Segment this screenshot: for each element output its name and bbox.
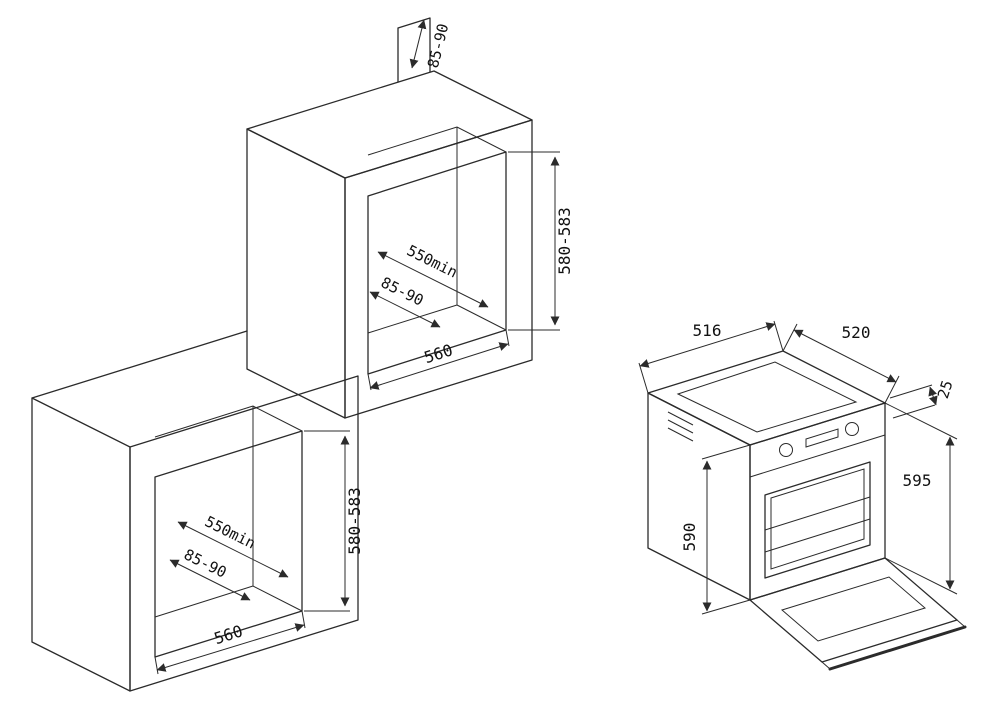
oven-side-vent-slots xyxy=(667,411,694,442)
base-cabinet-counter-back-edge xyxy=(31,330,248,399)
top-vent-gap-label: 85-90 xyxy=(424,22,452,70)
lower-niche-height-label: 580-583 xyxy=(345,487,364,554)
top-vent-chimney xyxy=(397,17,431,83)
upper-niche-height-label: 580-583 xyxy=(555,207,574,274)
oven-520-extension-lines xyxy=(782,323,900,404)
left-knob xyxy=(779,443,793,457)
cabinet-cutout-drawing xyxy=(31,17,533,692)
right-knob xyxy=(845,422,859,436)
lower-niche-vent-gap-dimension-line xyxy=(169,559,251,601)
lower-niche-depth-label: 550min xyxy=(202,512,259,552)
lower-niche-opening xyxy=(154,430,303,658)
lower-niche-depth-dimension-line xyxy=(177,521,289,578)
oven-520-dimension-line xyxy=(793,329,897,383)
cabinet-dimensions: 85-90 580-583 550min 85-90 560 580-583 5… xyxy=(154,19,574,675)
upper-niche-height-extension-lines xyxy=(508,151,560,331)
upper-niche-depth-dimension-line xyxy=(377,251,489,308)
oven-dimensions: 516 520 25 595 590 xyxy=(638,320,958,615)
oven-516-extension-lines xyxy=(638,320,784,394)
oven-door-window xyxy=(780,576,927,642)
base-cabinet-front-face xyxy=(129,375,359,692)
oven-516-dimension-line xyxy=(639,322,776,368)
oven-25-extension-lines xyxy=(889,384,936,419)
base-cabinet-left-face xyxy=(31,397,131,692)
oven-rack-lines xyxy=(764,496,871,553)
lower-niche-height-extension-lines xyxy=(304,430,350,612)
top-vent-gap-dimension-line xyxy=(409,19,427,69)
oven-front-face xyxy=(749,402,886,601)
oven-595-label: 595 xyxy=(903,471,932,490)
upper-niche-depth-label: 550min xyxy=(404,241,461,281)
door-handle-bar xyxy=(828,625,967,671)
display-window xyxy=(805,428,839,448)
oven-drawing xyxy=(647,350,967,671)
lower-niche-interior xyxy=(154,405,303,618)
upper-niche-vent-gap-dimension-line xyxy=(369,291,441,328)
tall-cabinet-top-face xyxy=(246,70,533,179)
upper-niche-width-label: 560 xyxy=(422,340,455,367)
oven-516-label: 516 xyxy=(693,321,722,340)
oven-top-panel-inner xyxy=(676,361,858,433)
oven-cavity-outer xyxy=(764,461,871,579)
upper-niche-vent-gap-label: 85-90 xyxy=(378,273,426,309)
oven-595-extension-lines xyxy=(884,402,958,595)
oven-590-extension-lines xyxy=(701,444,751,615)
oven-25-label: 25 xyxy=(934,378,957,401)
lower-niche-vent-gap-label: 85-90 xyxy=(181,545,229,581)
upper-niche-interior xyxy=(367,126,507,334)
tall-cabinet-left-face xyxy=(246,128,346,419)
oven-520-label: 520 xyxy=(842,323,871,342)
control-panel-bottom-edge xyxy=(749,434,886,478)
oven-590-label: 590 xyxy=(680,523,699,552)
oven-left-face xyxy=(647,392,751,601)
oven-25-dimension-line xyxy=(928,386,938,406)
oven-cavity-inner xyxy=(770,468,865,570)
door-handle-connectors xyxy=(821,619,966,670)
lower-niche-width-dimension-line xyxy=(156,623,305,672)
upper-niche-width-dimension-line xyxy=(369,342,509,390)
